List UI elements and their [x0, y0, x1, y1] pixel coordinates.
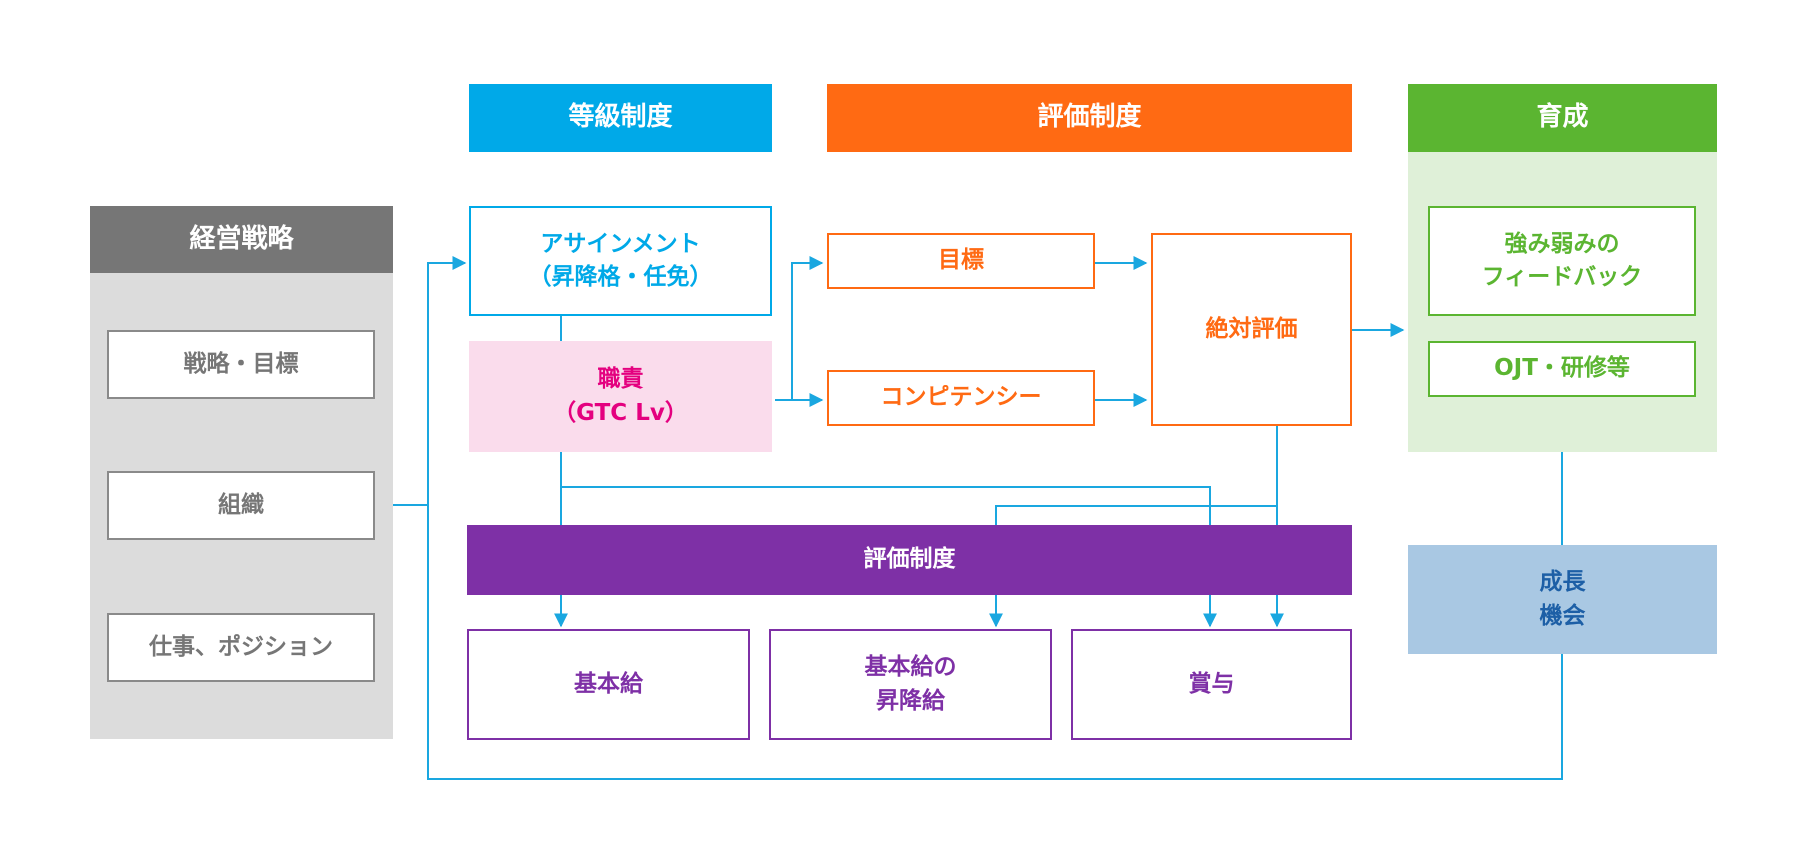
- feedback-box: 強み弱みの フィードバック: [1428, 206, 1696, 316]
- goal-label: 目標: [938, 247, 984, 274]
- job-position-label: 仕事、ポジション: [149, 633, 333, 660]
- base-salary-label: 基本給: [574, 670, 643, 697]
- organization-box: 組織: [107, 471, 375, 540]
- duty-box: 職責 （GTC Lv）: [469, 341, 772, 452]
- growth-opportunity-line2: 機会: [1539, 602, 1586, 629]
- assignment-label: アサインメント: [540, 230, 701, 257]
- base-salary-box: 基本給: [467, 629, 750, 740]
- organization-label: 組織: [218, 491, 264, 518]
- strategy-header-label: 経営戦略: [189, 223, 294, 254]
- salary-raise-line1: 基本給の: [864, 654, 957, 681]
- duty-label: 職責: [597, 366, 644, 393]
- development-header-label: 育成: [1536, 102, 1589, 133]
- strategy-goal-label: 戦略・目標: [183, 350, 299, 377]
- goal-box: 目標: [827, 233, 1095, 289]
- arrow-duty-to-goal: [775, 256, 824, 401]
- evaluation-system-header: 評価制度: [827, 84, 1352, 152]
- strategy-header: 経営戦略: [90, 206, 393, 273]
- compensation-header-label: 評価制度: [863, 546, 956, 573]
- bonus-label: 賞与: [1188, 670, 1235, 697]
- growth-opportunity-box: 成長 機会: [1408, 545, 1717, 654]
- strategy-goal-box: 戦略・目標: [107, 330, 375, 399]
- duty-sublabel: （GTC Lv）: [553, 399, 688, 426]
- arrow-strategy-to-assignment: [393, 256, 467, 506]
- ojt-training-box: OJT・研修等: [1428, 341, 1696, 397]
- line-duty-to-bonus: [561, 486, 1211, 525]
- feedback-label-line1: 強み弱みの: [1504, 230, 1620, 257]
- compensation-header: 評価制度: [467, 525, 1352, 595]
- bonus-box: 賞与: [1071, 629, 1352, 740]
- competency-label: コンピテンシー: [880, 384, 1042, 411]
- development-header: 育成: [1408, 84, 1717, 152]
- line-absolute-to-raise: [995, 505, 1277, 525]
- assignment-sublabel: （昇降格・任免）: [528, 264, 713, 290]
- evaluation-system-header-label: 評価制度: [1037, 102, 1142, 133]
- competency-box: コンピテンシー: [827, 370, 1095, 426]
- grade-system-header: 等級制度: [469, 84, 772, 152]
- absolute-evaluation-box: 絶対評価: [1151, 233, 1352, 426]
- grade-system-header-label: 等級制度: [568, 102, 673, 133]
- ojt-training-label: OJT・研修等: [1494, 355, 1630, 382]
- growth-opportunity-line1: 成長: [1539, 569, 1586, 596]
- salary-raise-box: 基本給の 昇降給: [769, 629, 1052, 740]
- salary-raise-line2: 昇降給: [876, 687, 945, 714]
- assignment-box: アサインメント （昇降格・任免）: [469, 206, 772, 316]
- feedback-label-line2: フィードバック: [1481, 264, 1643, 290]
- job-position-box: 仕事、ポジション: [107, 613, 375, 682]
- absolute-evaluation-label: 絶対評価: [1205, 315, 1298, 342]
- line-growth-loop: [427, 505, 1563, 780]
